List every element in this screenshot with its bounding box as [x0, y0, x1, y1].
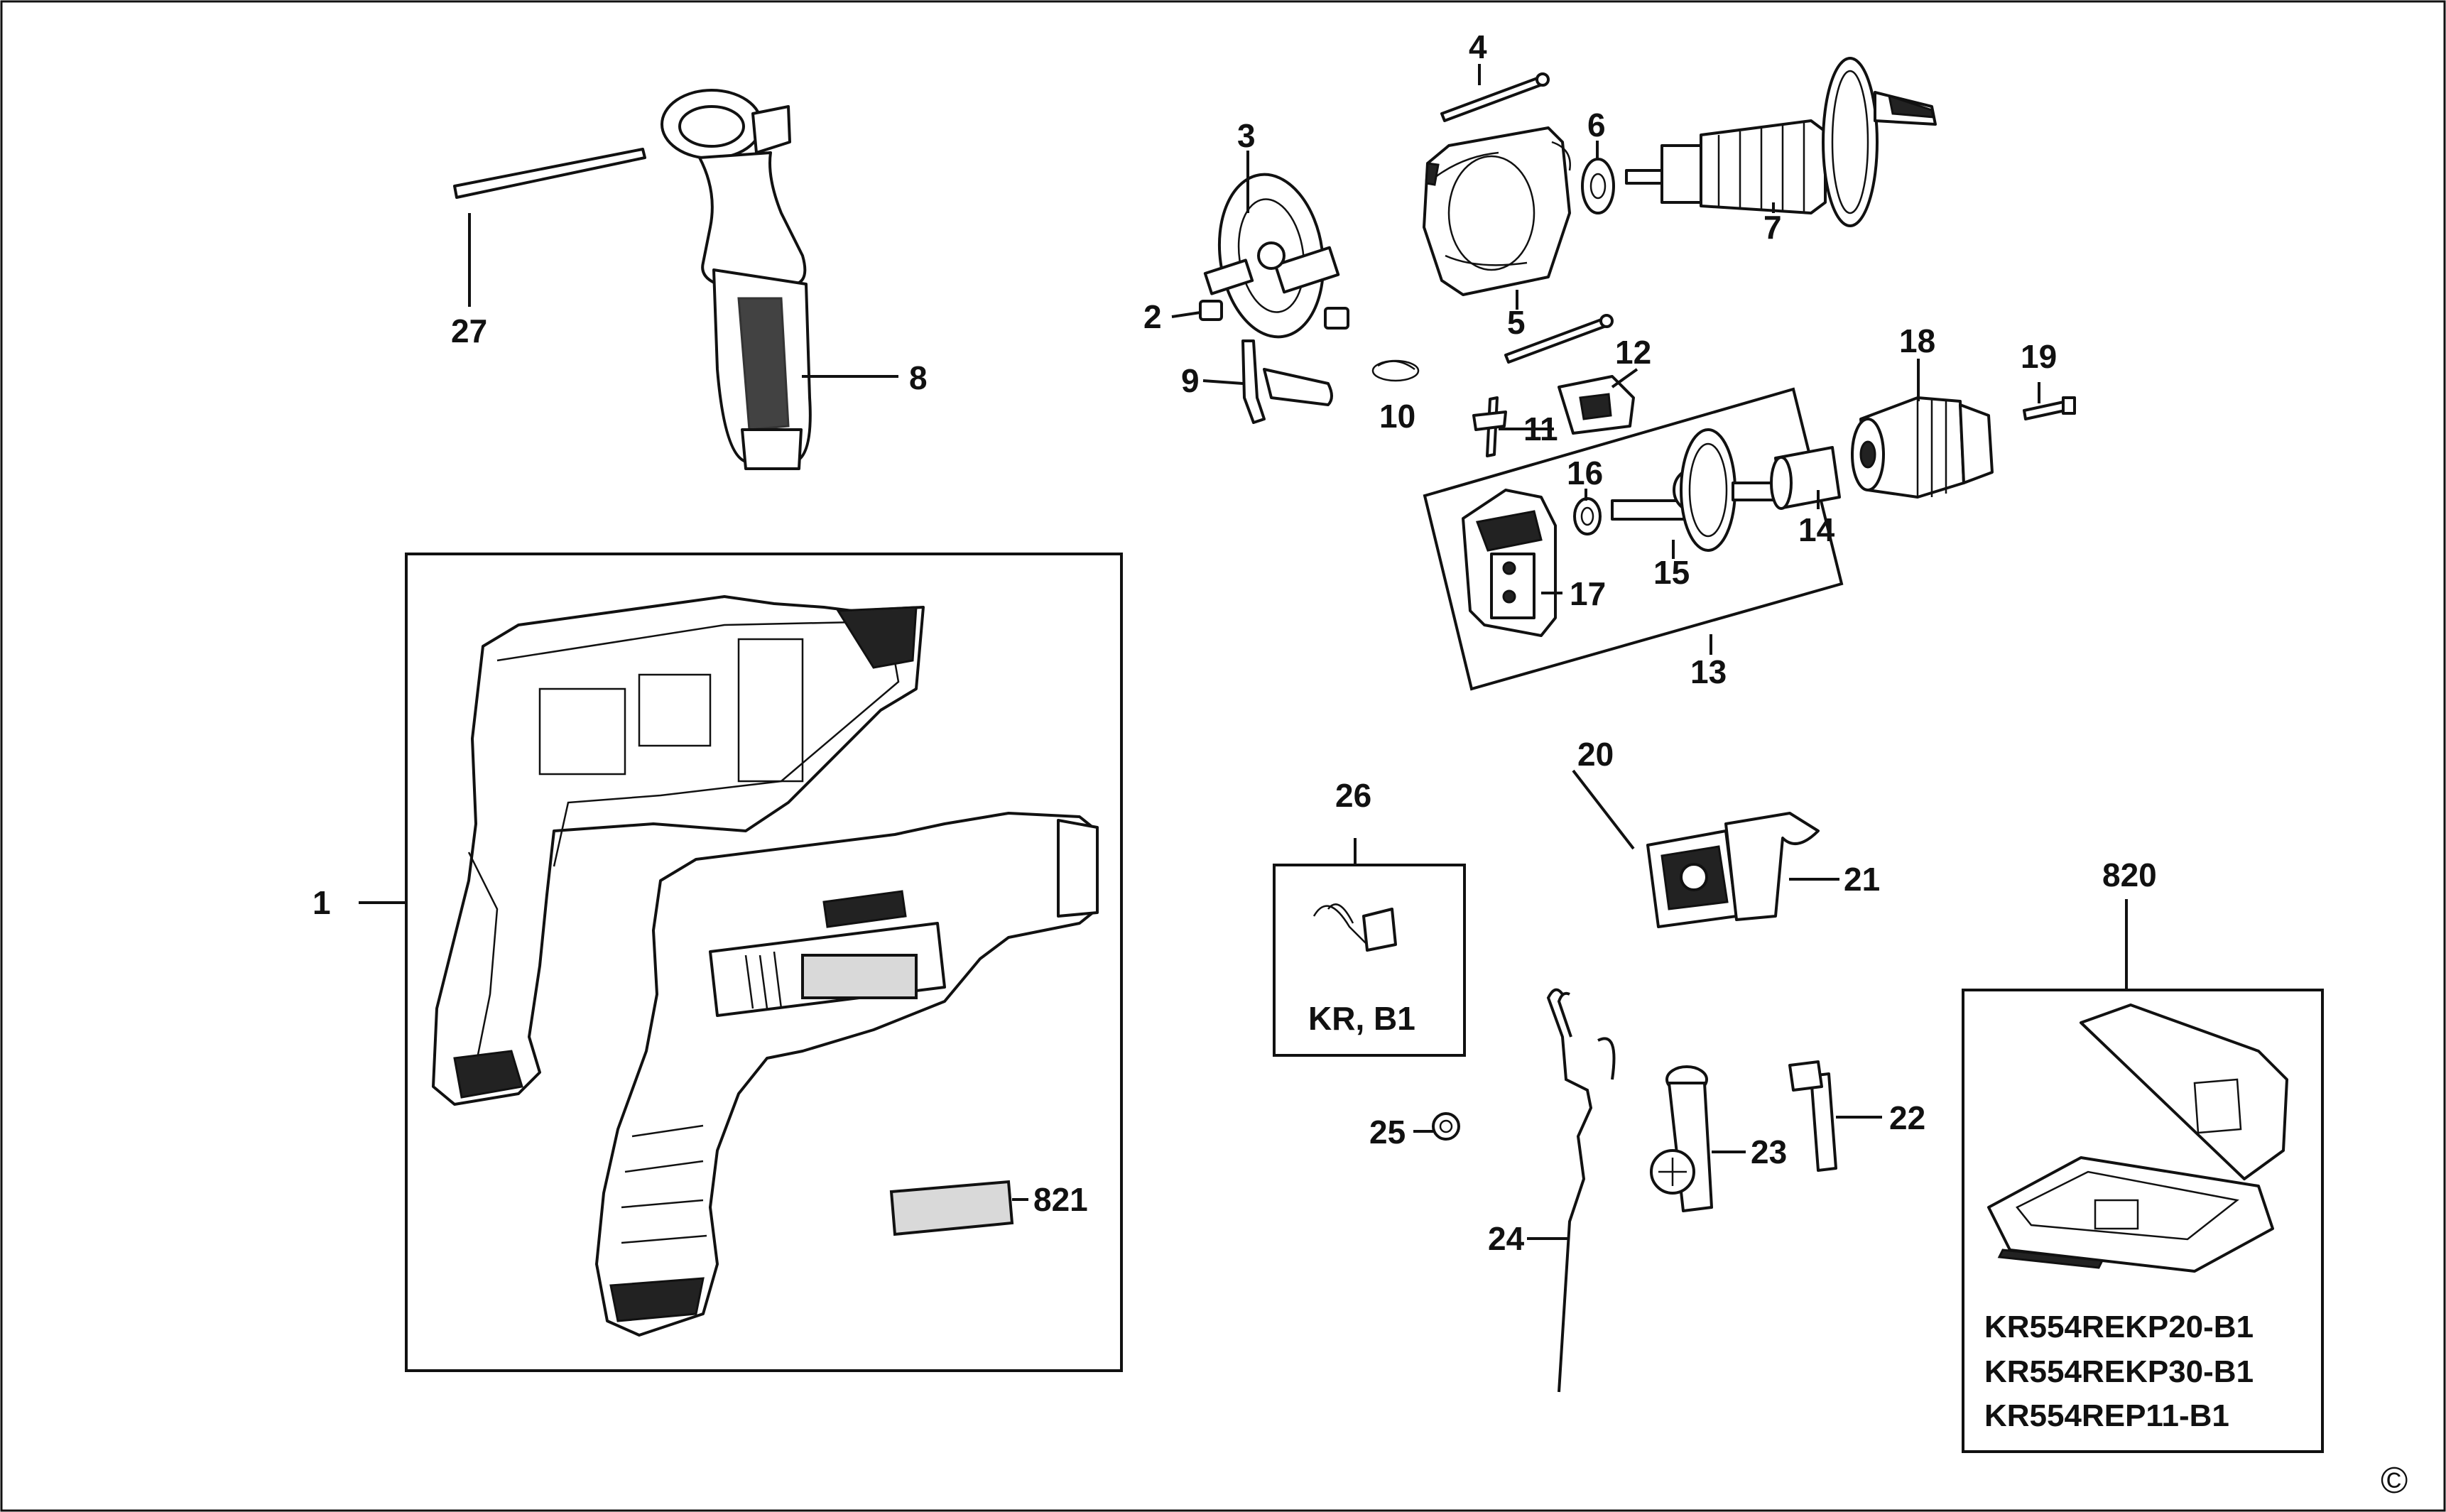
chuck-screw-part: [2023, 396, 2076, 420]
armature-part: [1625, 57, 1937, 227]
part-label-16: 16: [1567, 455, 1603, 491]
part-label-18: 18: [1899, 322, 1935, 359]
part-label-3: 3: [1237, 117, 1256, 154]
selector-part: [1558, 375, 1635, 435]
lever-part: [1241, 339, 1333, 424]
depth-rod-part: [1546, 988, 1616, 1393]
part-label-2: 2: [1143, 298, 1162, 335]
screw-part: [1440, 72, 1614, 364]
kit-model-2: KR554REKP30-B1: [1984, 1354, 2254, 1389]
part-label-5: 5: [1507, 304, 1526, 341]
stator-part: [1423, 126, 1571, 296]
part-label-1: 1: [312, 884, 331, 921]
part-label-23: 23: [1751, 1133, 1787, 1170]
kit-model-3: KR554REP11-B1: [1984, 1398, 2229, 1433]
gear-housing-part: [1462, 489, 1557, 637]
part-label-12: 12: [1615, 334, 1651, 371]
part-label-17: 17: [1570, 575, 1606, 612]
bearing-part: [1581, 158, 1615, 214]
part-label-20: 20: [1577, 736, 1614, 773]
part-label-13: 13: [1690, 653, 1727, 690]
housing-part: [432, 595, 1099, 1337]
part-label-9: 9: [1181, 362, 1200, 399]
part-label-19: 19: [2021, 338, 2057, 375]
spring-part: [1371, 359, 1420, 382]
part-label-27: 27: [451, 312, 487, 349]
kit-model-1: KR554REKP20-B1: [1984, 1310, 2254, 1344]
part-label-14: 14: [1798, 511, 1835, 548]
nut-part: [1432, 1112, 1460, 1141]
part-label-22: 22: [1889, 1099, 1925, 1136]
part-label-8: 8: [909, 359, 928, 396]
part-label-11: 11: [1523, 410, 1558, 447]
region-box: [1273, 864, 1466, 1057]
part-label-821: 821: [1033, 1181, 1088, 1218]
housing-box: [405, 553, 1123, 1372]
carbon-brush-part: [1199, 300, 1349, 330]
gearbox-group-box: [1423, 387, 1844, 691]
chuck-part: [1851, 396, 1994, 499]
part-label-21: 21: [1844, 861, 1880, 898]
part-label-820: 820: [2102, 856, 2157, 893]
shift-knob-part: [1472, 396, 1507, 457]
side-handle-part: [661, 89, 812, 470]
region-code-label: KR, B1: [1308, 1000, 1415, 1037]
part-label-7: 7: [1763, 209, 1782, 246]
part-label-26: 26: [1335, 777, 1371, 814]
part-label-6: 6: [1587, 107, 1606, 143]
part-label-24: 24: [1488, 1220, 1525, 1257]
leader-lines: [359, 64, 2128, 1240]
kit-case-part: [1987, 1004, 2288, 1273]
spindle-gear-part: [1611, 428, 1777, 552]
cord-clamp-part: [1312, 903, 1397, 952]
part-label-10: 10: [1379, 398, 1415, 435]
chuck-key-part: [1788, 1060, 1837, 1172]
switch-part: [1646, 812, 1820, 928]
kit-box: [1962, 989, 2324, 1453]
copyright-symbol: ©: [2381, 1460, 2408, 1501]
part-label-25: 25: [1369, 1114, 1406, 1151]
aux-handle-part: [1650, 1065, 1713, 1212]
bushing-part: [1770, 446, 1841, 510]
part-label-4: 4: [1469, 28, 1487, 65]
bearing-ring-part: [1573, 497, 1602, 535]
side-rod-part: [453, 148, 646, 199]
brush-plate-part: [1203, 173, 1340, 339]
part-label-15: 15: [1653, 554, 1690, 591]
